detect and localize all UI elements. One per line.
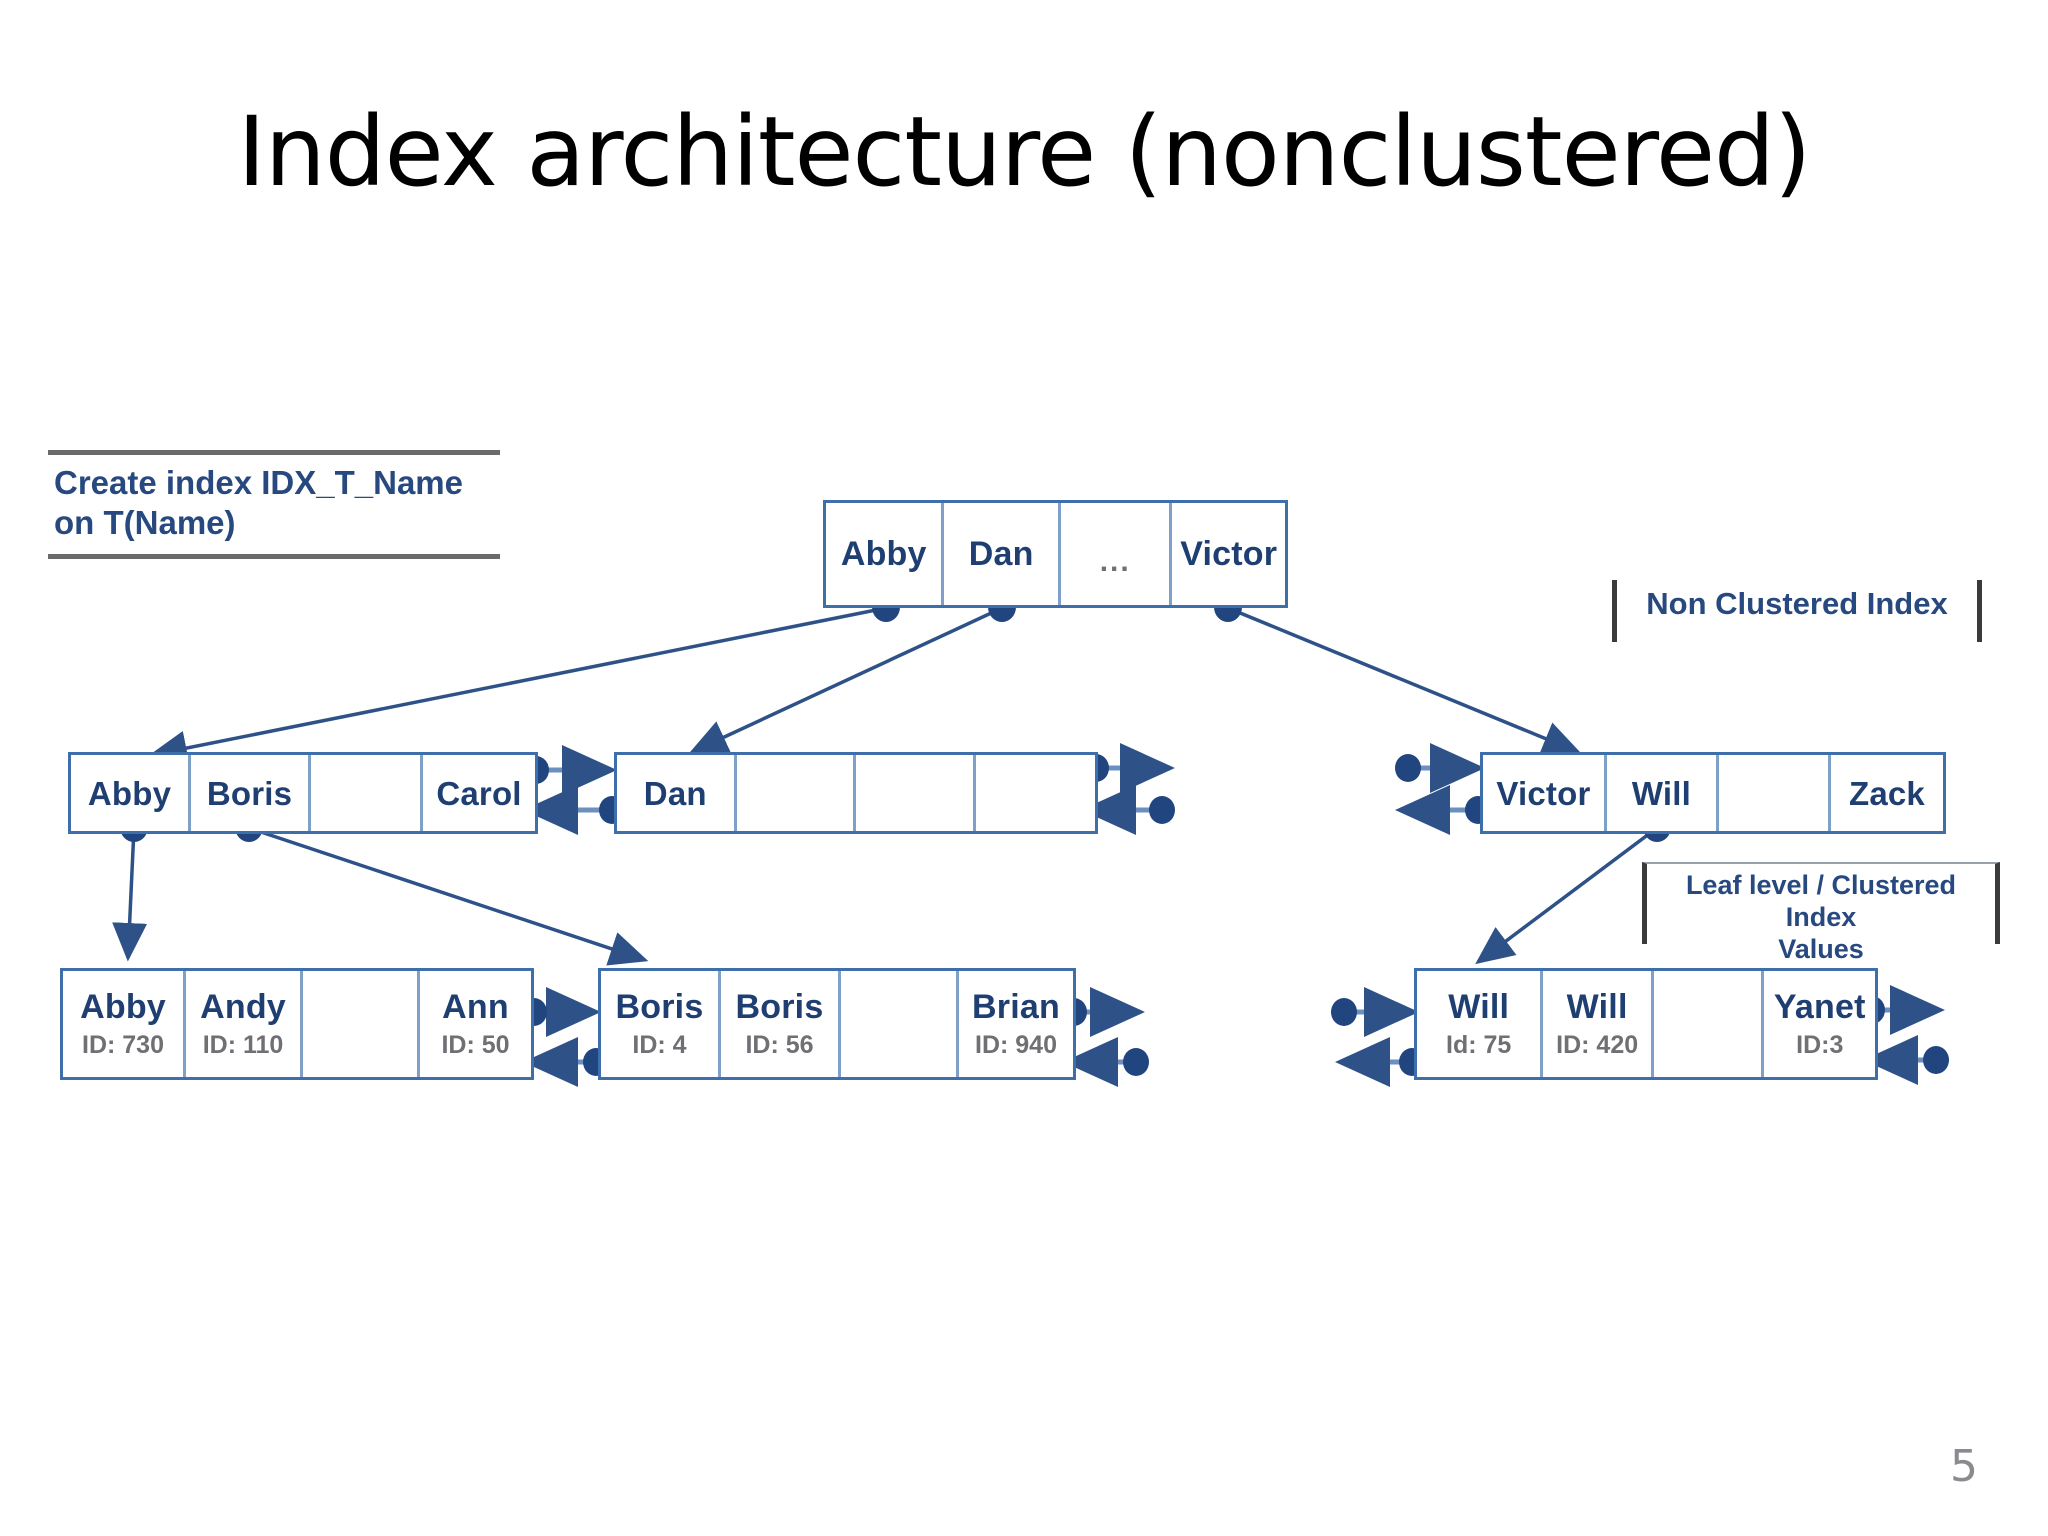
page-number: 5 xyxy=(1950,1441,1978,1492)
leaf2-cell-3-id: ID: 940 xyxy=(975,1031,1057,1059)
root-cell-2[interactable]: ... xyxy=(1061,503,1173,605)
leaf1-cell-3-id: ID: 50 xyxy=(441,1031,510,1059)
int3-cell-0[interactable]: Victor xyxy=(1483,755,1607,831)
intermediate-node-abby[interactable]: Abby Boris Carol xyxy=(68,752,538,834)
leaf3-cell-3-name: Yanet xyxy=(1773,988,1866,1026)
create-index-annotation: Create index IDX_T_Name on T(Name) xyxy=(48,450,500,559)
int2-cell-2[interactable] xyxy=(856,755,976,831)
leaf1-cell-3[interactable]: Ann ID: 50 xyxy=(420,971,531,1077)
int3-cell-3-name: Zack xyxy=(1848,774,1925,812)
edge-boris-leafboris xyxy=(248,826,649,966)
int1-cell-0-name: Abby xyxy=(87,774,172,812)
leaf3-cell-3-id: ID:3 xyxy=(1796,1031,1844,1059)
int1-cell-1-name: Boris xyxy=(206,774,293,812)
root-cell-0-name: Abby xyxy=(840,535,927,573)
page-title: Index architecture (nonclustered) xyxy=(237,96,1812,208)
int1-cell-1[interactable]: Boris xyxy=(191,755,311,831)
edge-abby-leafabby xyxy=(112,827,148,962)
edge-root-dan xyxy=(688,606,1003,754)
leaf-node-boris[interactable]: Boris ID: 4 Boris ID: 56 Brian ID: 940 xyxy=(598,968,1076,1080)
root-node[interactable]: Abby Dan ... Victor xyxy=(823,500,1288,608)
leaf3-cell-1[interactable]: Will ID: 420 xyxy=(1543,971,1654,1077)
int1-cell-0[interactable]: Abby xyxy=(71,755,191,831)
leaf2-cell-3[interactable]: Brian ID: 940 xyxy=(959,971,1073,1077)
leaf3-cell-1-id: ID: 420 xyxy=(1556,1031,1639,1059)
edge-will-leafwill xyxy=(1475,826,1659,965)
intermediate-node-victor[interactable]: Victor Will Zack xyxy=(1480,752,1946,834)
edge-root-victor xyxy=(1227,606,1582,755)
leaf2-cell-2[interactable] xyxy=(841,971,959,1077)
leaf2-cell-0[interactable]: Boris ID: 4 xyxy=(601,971,721,1077)
leaf-node-will[interactable]: Will Id: 75 Will ID: 420 Yanet ID:3 xyxy=(1414,968,1878,1080)
int3-cell-1[interactable]: Will xyxy=(1607,755,1719,831)
leaf2-cell-1-id: ID: 56 xyxy=(745,1031,814,1059)
root-cell-3[interactable]: Victor xyxy=(1172,503,1285,605)
leaf2-cell-1-name: Boris xyxy=(735,988,824,1026)
leaf2-cell-1[interactable]: Boris ID: 56 xyxy=(721,971,841,1077)
root-cell-1[interactable]: Dan xyxy=(944,503,1061,605)
root-cell-2-name: ... xyxy=(1099,545,1131,578)
int3-cell-2[interactable] xyxy=(1719,755,1831,831)
leaf3-cell-1-name: Will xyxy=(1566,988,1628,1026)
leaf2-cell-0-name: Boris xyxy=(615,988,704,1026)
edge-root-abby xyxy=(148,606,887,766)
caption-leaf-level-line2: Values xyxy=(1778,933,1864,964)
create-index-line1: Create index IDX_T_Name xyxy=(54,464,464,501)
int2-cell-0[interactable]: Dan xyxy=(617,755,737,831)
intermediate-node-dan[interactable]: Dan xyxy=(614,752,1098,834)
caption-non-clustered-index-text: Non Clustered Index xyxy=(1646,586,1948,621)
root-cell-3-name: Victor xyxy=(1180,535,1278,573)
leaf1-cell-3-name: Ann xyxy=(442,988,509,1026)
int2-cell-0-name: Dan xyxy=(643,774,707,812)
leaf3-cell-2[interactable] xyxy=(1654,971,1765,1077)
leaf1-cell-1-name: Andy xyxy=(200,988,286,1026)
int3-cell-0-name: Victor xyxy=(1496,774,1591,812)
int2-cell-3[interactable] xyxy=(976,755,1095,831)
leaf3-cell-0-name: Will xyxy=(1448,988,1510,1026)
leaf1-cell-1[interactable]: Andy ID: 110 xyxy=(186,971,303,1077)
int1-cell-3-name: Carol xyxy=(436,774,522,812)
leaf1-cell-2[interactable] xyxy=(303,971,420,1077)
leaf1-cell-1-id: ID: 110 xyxy=(202,1031,284,1059)
int1-cell-2[interactable] xyxy=(311,755,423,831)
caption-non-clustered-index: Non Clustered Index xyxy=(1612,580,1982,642)
create-index-line2: on T(Name) xyxy=(54,504,236,542)
leaf1-cell-0-id: ID: 730 xyxy=(82,1031,164,1059)
caption-leaf-level-line1: Leaf level / Clustered Index xyxy=(1685,870,1957,932)
caption-leaf-level: Leaf level / Clustered Index Values xyxy=(1642,862,2000,964)
leaf1-cell-0-name: Abby xyxy=(80,988,166,1026)
leaf3-cell-0[interactable]: Will Id: 75 xyxy=(1417,971,1544,1077)
leaf-node-abby[interactable]: Abby ID: 730 Andy ID: 110 Ann ID: 50 xyxy=(60,968,534,1080)
int3-cell-3[interactable]: Zack xyxy=(1831,755,1943,831)
root-cell-0[interactable]: Abby xyxy=(826,503,945,605)
leaf3-cell-3[interactable]: Yanet ID:3 xyxy=(1764,971,1875,1077)
int1-cell-3[interactable]: Carol xyxy=(423,755,535,831)
int2-cell-1[interactable] xyxy=(737,755,857,831)
int3-cell-1-name: Will xyxy=(1631,774,1692,812)
leaf1-cell-0[interactable]: Abby ID: 730 xyxy=(63,971,186,1077)
leaf2-cell-3-name: Brian xyxy=(972,988,1060,1026)
leaf2-cell-0-id: ID: 4 xyxy=(632,1031,687,1059)
root-cell-1-name: Dan xyxy=(968,535,1034,573)
leaf3-cell-0-id: Id: 75 xyxy=(1446,1031,1512,1059)
